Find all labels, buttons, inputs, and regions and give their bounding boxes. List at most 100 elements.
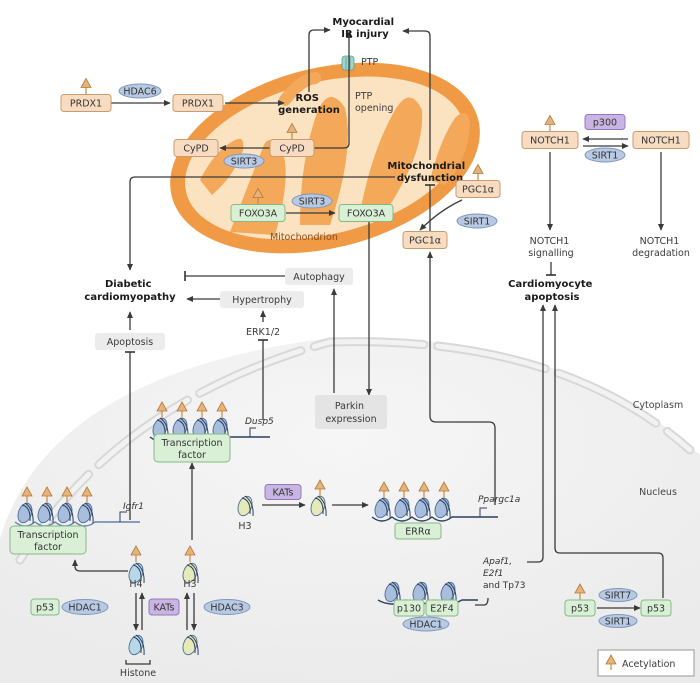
acetylation-mark-icon bbox=[80, 77, 92, 95]
acetylation-legend-label: Acetylation bbox=[622, 659, 675, 670]
kats-histone-enzyme-label: KATs bbox=[153, 603, 174, 614]
kats-histone-enzyme: KATs bbox=[148, 598, 180, 616]
sirt3-foxo3a-enzyme-label: SIRT3 bbox=[299, 197, 326, 208]
prdx1-acetylated: PRDX1 bbox=[60, 94, 112, 112]
acetylation-mark-icon bbox=[252, 187, 264, 205]
p300-enzyme: p300 bbox=[584, 114, 626, 130]
p300-enzyme-label: p300 bbox=[593, 118, 617, 129]
ptp-channel-icon bbox=[341, 55, 355, 71]
nucleosome-icon bbox=[394, 497, 411, 519]
p53-left-protein: p53 bbox=[30, 598, 60, 616]
pgc1a-acetylated-label: PGC1α bbox=[462, 185, 494, 196]
sirt3-cypd-enzyme: SIRT3 bbox=[223, 153, 265, 169]
nucleosome-icon bbox=[384, 581, 401, 603]
nucleus-label: Nucleus bbox=[639, 487, 677, 498]
histone-label: Histone bbox=[120, 668, 156, 679]
pgc1a-acetylated: PGC1α bbox=[455, 180, 501, 198]
prdx1-deacetylated-label: PRDX1 bbox=[182, 99, 214, 110]
pgc1a-deacetylated: PGC1α bbox=[402, 231, 448, 249]
erra-factor: ERRα bbox=[394, 522, 442, 540]
acetylation-mark-icon bbox=[196, 401, 208, 418]
mitochondrion bbox=[170, 62, 480, 254]
acetylation-mark-icon bbox=[130, 545, 142, 562]
connectors bbox=[71, 26, 665, 665]
prdx1-acetylated-label: PRDX1 bbox=[70, 99, 102, 110]
legend: Acetylation bbox=[597, 649, 695, 677]
hdac1-bottom-enzyme-label: HDAC1 bbox=[409, 620, 442, 631]
e2f4-protein: E2F4 bbox=[425, 599, 459, 617]
sirt3-foxo3a-enzyme: SIRT3 bbox=[291, 193, 333, 209]
sirt1-notch1-enzyme-label: SIRT1 bbox=[592, 151, 619, 162]
h4-label: H4 bbox=[129, 579, 142, 590]
nucleosome-icon bbox=[182, 634, 199, 656]
kats-h3-enzyme-label: KATs bbox=[272, 488, 293, 499]
parkin-box: Parkin expression bbox=[315, 395, 387, 429]
dusp5-gene-label: Dusp5 bbox=[245, 417, 274, 427]
ros-generation-label: ROS generation bbox=[278, 93, 340, 116]
notch1-acetylated-label: NOTCH1 bbox=[530, 136, 570, 147]
cypd-acetylated-label: CyPD bbox=[279, 144, 304, 155]
nucleosome-icon bbox=[310, 495, 327, 517]
e2f4-protein-label: E2F4 bbox=[430, 604, 454, 615]
acetylation-mark-icon bbox=[21, 486, 33, 503]
acetylation-mark-icon bbox=[176, 401, 188, 418]
hdac1-left-enzyme-label: HDAC1 bbox=[68, 603, 101, 614]
nucleosome-icon bbox=[17, 502, 34, 524]
ir-injury-label: Myocardial IR injury bbox=[332, 17, 397, 40]
hdac3-enzyme: HDAC3 bbox=[203, 599, 251, 615]
sirt1-p53-enzyme-label: SIRT1 bbox=[605, 617, 632, 628]
cypd-deacetylated-label: CyPD bbox=[183, 144, 208, 155]
acetylation-mark-icon bbox=[378, 481, 390, 498]
cypd-acetylated: CyPD bbox=[269, 139, 315, 157]
hdac6-enzyme: HDAC6 bbox=[118, 83, 162, 99]
parkin-expression-label: Parkin expression bbox=[325, 401, 376, 425]
acetylation-mark-icon bbox=[216, 401, 228, 418]
ptp-opening-label: PTP opening bbox=[355, 91, 393, 114]
erra-factor-label: ERRα bbox=[405, 527, 430, 538]
hdac1-left-enzyme: HDAC1 bbox=[61, 599, 109, 615]
notch1-deacetylated-label: NOTCH1 bbox=[641, 136, 681, 147]
nucleosome-icon bbox=[182, 562, 199, 584]
foxo3a-deacetylated-label: FOXO3A bbox=[347, 209, 386, 220]
sirt1-notch1-enzyme: SIRT1 bbox=[584, 147, 626, 163]
notch1-acetylated: NOTCH1 bbox=[521, 131, 579, 149]
ptp-label: PTP bbox=[361, 57, 379, 68]
cytoplasm-label: Cytoplasm bbox=[633, 400, 684, 411]
hdac3-enzyme-label: HDAC3 bbox=[210, 603, 243, 614]
sirt1-p53-enzyme: SIRT1 bbox=[598, 614, 638, 628]
acetylation-mark-icon bbox=[81, 486, 93, 503]
p130-protein: p130 bbox=[393, 599, 425, 617]
p53-acetylated-label: p53 bbox=[571, 604, 589, 615]
notch1-degradation-label: NOTCH1 degradation bbox=[632, 236, 690, 259]
diabetic-cardiomyopathy-label: Diabetic cardiomyopathy bbox=[84, 279, 176, 303]
autophagy-box: Autophagy bbox=[285, 268, 353, 285]
ppargc1a-gene-label: Ppargc1a bbox=[478, 495, 520, 505]
apoptosis-box: Apoptosis bbox=[95, 333, 165, 350]
acetylation-mark-icon bbox=[184, 545, 196, 562]
notch1-signalling-label: NOTCH1 signalling bbox=[528, 236, 573, 259]
acetylation-mark-icon bbox=[61, 486, 73, 503]
cardiomyocyte-apoptosis-label: Cardiomyocyte apoptosis bbox=[508, 279, 596, 303]
pgc1a-deacetylated-label: PGC1α bbox=[409, 236, 441, 247]
sirt3-cypd-enzyme-label: SIRT3 bbox=[231, 157, 258, 168]
nucleosome-icon bbox=[237, 495, 254, 517]
p53-acetylated: p53 bbox=[564, 599, 596, 617]
sirt1-pgc1a-enzyme: SIRT1 bbox=[456, 213, 498, 229]
acetylation-mark-icon bbox=[314, 479, 326, 496]
p53-deacetylated-label: p53 bbox=[647, 604, 665, 615]
nucleosome-icon bbox=[77, 502, 94, 524]
foxo3a-acetylated: FOXO3A bbox=[230, 204, 286, 222]
notch1-deacetylated: NOTCH1 bbox=[632, 131, 690, 149]
kats-h3-enzyme: KATs bbox=[264, 484, 302, 500]
acetylation-marks bbox=[21, 77, 586, 600]
sirt1-pgc1a-enzyme-label: SIRT1 bbox=[464, 217, 491, 228]
foxo3a-acetylated-label: FOXO3A bbox=[239, 209, 278, 220]
erk-label: ERK1/2 bbox=[246, 327, 280, 338]
apoptosis-label: Apoptosis bbox=[107, 337, 153, 348]
acetylation-mark-icon bbox=[544, 114, 556, 132]
p53-deacetylated: p53 bbox=[640, 599, 672, 617]
acetylation-mark-icon bbox=[574, 583, 586, 600]
nucleosome-icon bbox=[37, 502, 54, 524]
